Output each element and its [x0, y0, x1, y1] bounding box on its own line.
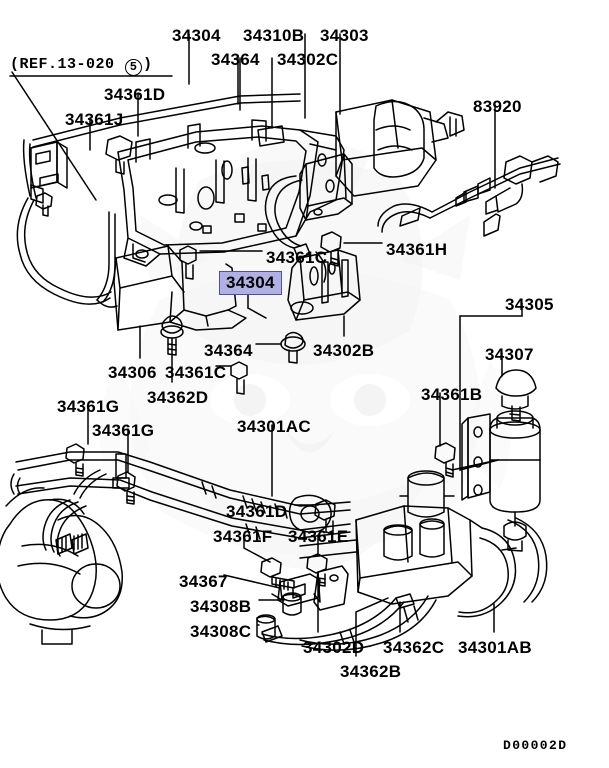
- part-number-label: 34367: [179, 572, 228, 591]
- part-number-label: 34361D: [104, 85, 166, 104]
- part-number-label-highlighted[interactable]: 34304: [219, 271, 282, 295]
- reference-note: (REF.13-020 5): [10, 56, 153, 76]
- part-number-label: 34303: [320, 26, 369, 45]
- part-number-label: 34301AC: [237, 417, 311, 436]
- part-number-label: 34302C: [277, 50, 339, 69]
- part-number-label: 34362D: [147, 388, 209, 407]
- part-number-label: 34301AB: [458, 638, 532, 657]
- part-number-label: 34361B: [421, 385, 483, 404]
- part-number-label: 34310B: [243, 26, 305, 45]
- reference-note-ref: 13-020: [57, 56, 115, 73]
- diagram-code: D00002D: [503, 738, 568, 753]
- part-number-label: 34362C: [383, 638, 445, 657]
- part-number-label: 34305: [505, 295, 554, 314]
- part-number-label: 34361E: [288, 527, 349, 546]
- part-number-label: 34361F: [213, 527, 273, 546]
- part-number-label: 34361J: [65, 110, 124, 129]
- part-number-label: 34364: [211, 50, 260, 69]
- part-number-label: 83920: [473, 97, 522, 116]
- part-number-label: 34302B: [313, 341, 375, 360]
- part-number-label: 34364: [204, 341, 253, 360]
- part-number-label: 34361G: [92, 421, 155, 440]
- part-number-label: 34308B: [190, 597, 252, 616]
- reference-note-circled-number: 5: [125, 59, 143, 76]
- reference-note-suffix: ): [143, 56, 153, 73]
- reference-note-prefix: (REF.: [10, 56, 58, 73]
- part-number-label: 34304: [172, 26, 221, 45]
- part-number-label: 34307: [485, 345, 534, 364]
- part-number-label: 34362B: [340, 662, 402, 681]
- part-number-label: 34361C: [165, 363, 227, 382]
- part-number-label: 34308C: [190, 622, 252, 641]
- part-number-label: 34361D: [226, 502, 288, 521]
- part-number-label: 34361C: [266, 248, 328, 267]
- part-number-label: 34302D: [303, 638, 365, 657]
- part-number-label: 34361G: [57, 397, 120, 416]
- part-number-label: 34361H: [386, 240, 448, 259]
- part-number-label: 34306: [108, 363, 157, 382]
